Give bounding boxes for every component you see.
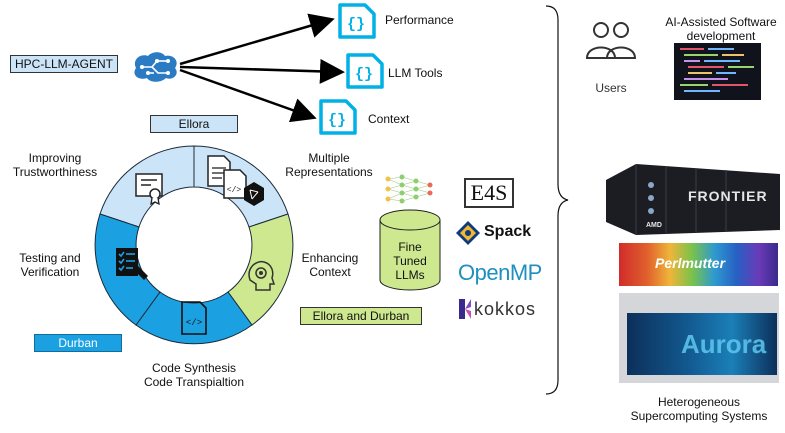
hpc-llm-agent-label: HPC-LLM-AGENT — [14, 57, 113, 71]
svg-text:{}: {} — [347, 16, 365, 33]
code-file-icon: </> — [181, 301, 207, 335]
documents-network-icon: </> — [207, 155, 264, 206]
perlmutter-label: Perlmutter — [655, 255, 726, 271]
arrow-to-performance — [179, 13, 335, 66]
code-braces-icon: {} — [346, 53, 384, 89]
label-enhancing-context: Enhancing Context — [301, 251, 359, 279]
hpc-llm-agent-tag: HPC-LLM-AGENT — [10, 55, 118, 73]
checklist-icon — [116, 248, 148, 280]
svg-text:</>: </> — [227, 186, 242, 195]
openmp-logo: OpenMP — [458, 260, 542, 285]
perlmutter-image: Perlmutter — [619, 243, 778, 286]
ai-assisted-label: AI-Assisted Software development — [665, 15, 777, 43]
fine-tuned-llms-cylinder — [379, 209, 441, 291]
code-editor-image — [674, 43, 761, 100]
label-code-synthesis: Code Synthesis Code Transpialtion — [143, 361, 245, 389]
code-braces-icon: {} — [319, 99, 357, 135]
grouping-brace — [545, 5, 569, 395]
frontier-image: AMD FRONTIER — [606, 160, 780, 235]
label-improving-trustworthiness: Improving Trustworthiness — [12, 151, 98, 179]
aurora-image: Aurora — [619, 293, 779, 383]
label-testing-verification: Testing and Verification — [19, 251, 81, 279]
supercomputing-systems-label: Heterogeneous Supercomputing Systems — [630, 395, 768, 423]
e4s-logo: E4S — [464, 178, 514, 208]
svg-text:{}: {} — [328, 112, 346, 129]
fine-tuned-llms-label: Fine Tuned LLMs — [393, 240, 427, 282]
ellora-tag: Ellora — [150, 115, 238, 133]
arrow-to-context — [179, 68, 317, 123]
users-icon — [585, 22, 637, 59]
svg-text:</>: </> — [186, 318, 202, 328]
spack-icon — [456, 221, 480, 245]
brain-network-icon — [134, 52, 177, 82]
code-braces-icon: {} — [338, 3, 376, 39]
capability-ring: </> </> — [94, 145, 294, 345]
kokkos-icon — [459, 299, 471, 319]
certificate-icon — [135, 173, 163, 206]
durban-tag: Durban — [34, 334, 122, 352]
svg-text:AMD: AMD — [646, 222, 662, 229]
performance-label: Performance — [385, 13, 454, 27]
kokkos-label: kokkos — [474, 299, 537, 319]
ellora-durban-tag: Ellora and Durban — [300, 307, 422, 325]
spack-label: Spack — [484, 223, 532, 240]
aurora-label: Aurora — [681, 329, 767, 359]
users-label: Users — [595, 81, 627, 95]
gear-head-icon — [248, 260, 276, 291]
context-label: Context — [368, 112, 410, 126]
svg-text:{}: {} — [355, 66, 373, 83]
arrow-to-llm-tools — [179, 58, 345, 84]
llm-tools-label: LLM Tools — [388, 66, 443, 80]
neural-network-icon — [385, 174, 433, 204]
label-multiple-representations: Multiple Representations — [285, 151, 373, 179]
frontier-label: FRONTIER — [688, 188, 768, 204]
